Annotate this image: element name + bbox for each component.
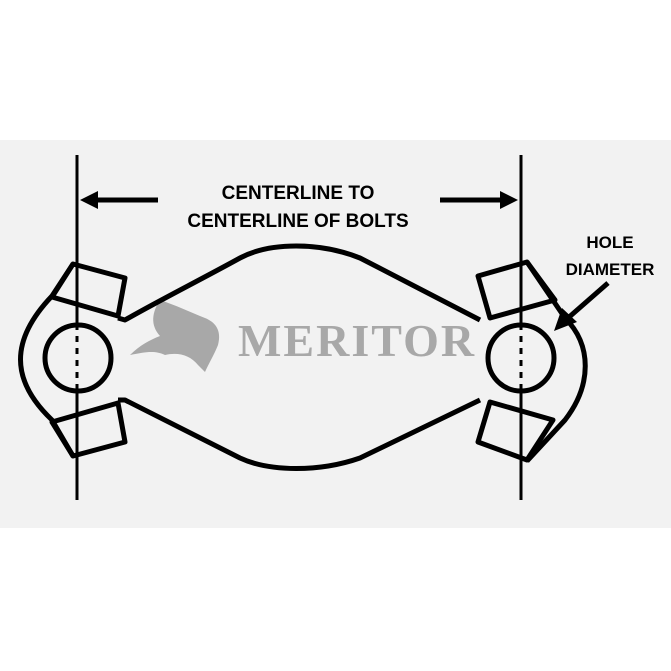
dimension-label-line1: CENTERLINE TO [222, 183, 375, 204]
centerlines [75, 155, 523, 500]
left-outer-edge [18, 262, 76, 458]
dimension-arrows [80, 191, 518, 209]
right-top-tab [475, 259, 558, 321]
right-bottom-tab [475, 399, 556, 463]
meritor-watermark: MERITOR [130, 300, 476, 372]
arrow-pointer-icon [554, 308, 577, 331]
watermark-text: MERITOR [238, 315, 476, 366]
hole-label-line2: DIAMETER [566, 260, 655, 279]
arrow-right-icon [500, 191, 518, 209]
body-top-edge [117, 243, 482, 323]
left-bottom-tab [49, 400, 128, 459]
hole-diameter-arrow [554, 281, 610, 331]
dimension-label-line2: CENTERLINE OF BOLTS [187, 211, 408, 232]
body-bottom-edge [118, 397, 482, 471]
left-top-tab [49, 261, 128, 319]
bull-logo-icon [130, 300, 220, 372]
hole-label-line1: HOLE [586, 233, 633, 252]
arrow-left-icon [80, 191, 98, 209]
